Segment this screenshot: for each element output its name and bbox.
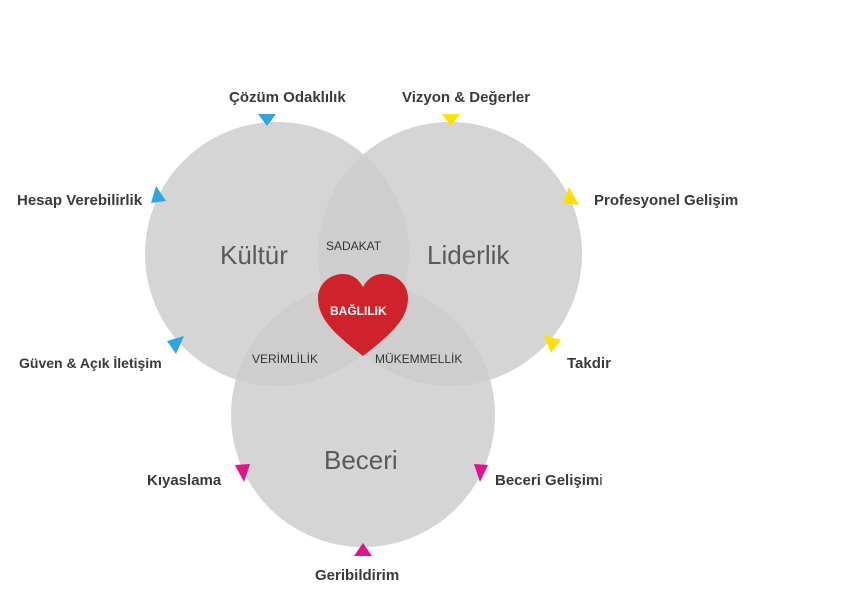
circle-beceri (231, 283, 495, 547)
overlap-label-mukemmellik: MÜKEMMELLİK (375, 352, 463, 366)
center-label-baglilik: BAĞLILIK (330, 304, 387, 318)
marker-beceri-gelisimi-icon (474, 464, 488, 482)
item-vizyon-degerler: Vizyon & Değerler (402, 89, 531, 106)
marker-guven-icon (167, 336, 184, 354)
marker-hesap-icon (151, 186, 166, 203)
item-profesyonel-gelisim: Profesyonel Gelişim (594, 192, 739, 209)
item-cozum-odaklilik: Çözüm Odaklılık (229, 89, 346, 106)
circles (145, 122, 582, 547)
item-hesap-verebilirlik: Hesap Verebilirlik (17, 192, 143, 209)
item-takdir: Takdir (567, 355, 611, 372)
marker-geribildirim-icon (354, 543, 372, 556)
overlap-label-sadakat: SADAKAT (326, 239, 382, 253)
heart-icon (318, 274, 408, 356)
marker-kiyaslama-icon (235, 464, 250, 482)
item-guven-acik-iletisim: Güven & Açık İletişim (19, 355, 162, 371)
item-kiyaslama: Kıyaslama (147, 472, 222, 489)
circle-label-kultur: Kültür (220, 240, 288, 270)
marker-takdir-icon (544, 335, 561, 353)
marker-profesyonel-icon (563, 187, 579, 205)
markers (151, 114, 579, 556)
item-beceri-gelisimi-main: Beceri Gelişim (495, 472, 600, 489)
marker-vizyon-icon (442, 114, 460, 126)
overlap-label-verimlilik: VERİMLİLİK (252, 352, 319, 366)
item-beceri-gelisimi-tail: i (599, 472, 603, 489)
item-geribildirim: Geribildirim (315, 567, 400, 584)
marker-cozum-icon (258, 114, 276, 126)
circle-label-beceri: Beceri (324, 445, 398, 475)
item-beceri-gelisimi: Beceri Gelişimi (495, 472, 603, 489)
circle-label-liderlik: Liderlik (427, 240, 510, 270)
